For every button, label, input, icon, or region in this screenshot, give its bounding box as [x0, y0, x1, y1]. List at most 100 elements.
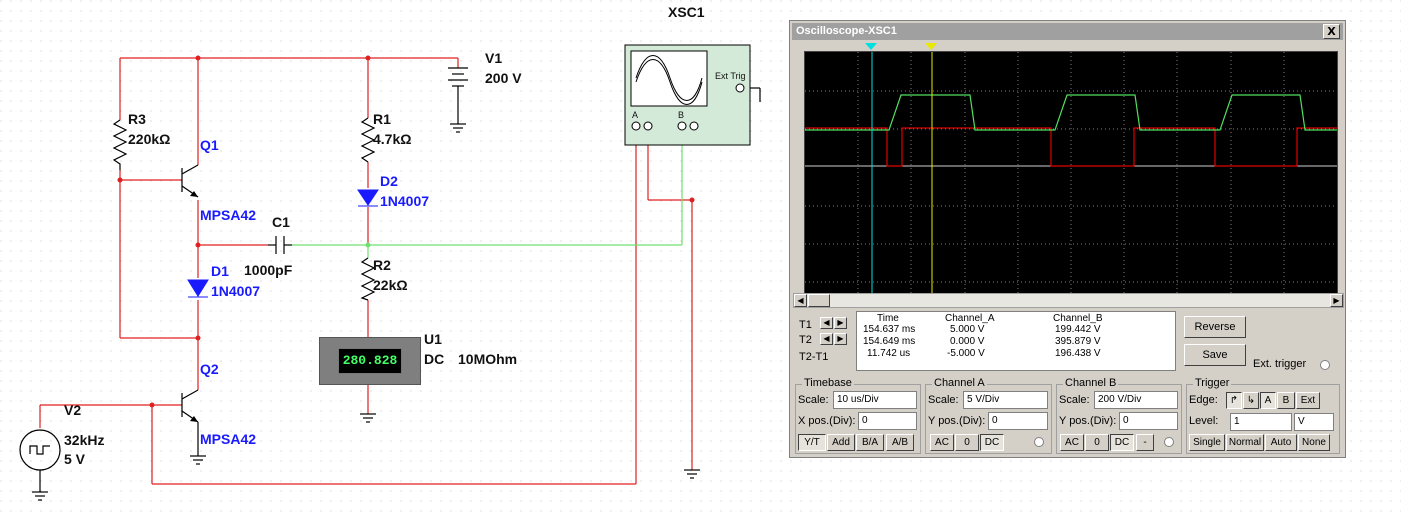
- horizontal-scrollbar[interactable]: ◀ ▶: [793, 293, 1344, 308]
- channel-a-scale-label: Scale:: [928, 394, 959, 406]
- trigger-single-button[interactable]: Single: [1189, 434, 1225, 451]
- diode-symbols: [187, 189, 379, 298]
- readout-header-channel-a: Channel_A: [945, 313, 995, 324]
- channel-a-terminal-label: A: [632, 110, 639, 120]
- readout-header-time: Time: [877, 313, 899, 324]
- trigger-level-field[interactable]: 1: [1230, 413, 1292, 431]
- c1-name: C1: [272, 214, 290, 230]
- v2-name: V2: [64, 402, 82, 418]
- ext-trig-label: Ext Trig: [715, 71, 746, 81]
- channel-b-terminal-label: B: [678, 110, 685, 120]
- readout-header-channel-b: Channel_B: [1053, 313, 1103, 324]
- v2-amp: 5 V: [64, 451, 86, 467]
- cursor-readout: Time Channel_A Channel_B 154.637 ms 5.00…: [856, 311, 1176, 371]
- d2-name: D2: [380, 173, 398, 189]
- save-button[interactable]: Save: [1184, 344, 1246, 366]
- q2-name: Q2: [200, 361, 219, 377]
- v2-freq: 32kHz: [64, 432, 105, 448]
- trigger-none-button[interactable]: None: [1298, 434, 1330, 451]
- scope-instrument-icon[interactable]: [624, 44, 751, 146]
- reverse-button[interactable]: Reverse: [1184, 316, 1246, 338]
- channel-b-ypos-label: Y pos.(Div):: [1059, 415, 1117, 427]
- scroll-thumb[interactable]: [808, 294, 830, 307]
- scope-traces: [805, 52, 1337, 307]
- cursor-t2-handle[interactable]: [925, 43, 937, 50]
- channel-a-ypos-field[interactable]: 0: [988, 412, 1048, 430]
- channel-a-ypos-label: Y pos.(Div):: [928, 415, 986, 427]
- readout-t1-time: 154.637 ms: [863, 324, 916, 335]
- timebase-group: Timebase: [795, 377, 921, 454]
- close-button[interactable]: X: [1323, 24, 1340, 39]
- scope-grid: [805, 52, 1337, 307]
- t1-left-arrow-icon[interactable]: ◀: [820, 317, 833, 329]
- channel-b-invert-button[interactable]: -: [1136, 434, 1154, 451]
- t2-left-arrow-icon[interactable]: ◀: [820, 333, 833, 345]
- ext-trigger-radio[interactable]: [1320, 360, 1330, 370]
- channel-b-dc-button[interactable]: DC: [1110, 434, 1134, 451]
- timebase-xpos-label: X pos.(Div):: [798, 415, 856, 427]
- channel-a-zero-button[interactable]: 0: [955, 434, 979, 451]
- r1-name: R1: [373, 111, 391, 127]
- mode-yt-button[interactable]: Y/T: [798, 434, 826, 451]
- d2-model: 1N4007: [380, 193, 430, 209]
- readout-delta-b: 196.438 V: [1055, 348, 1101, 359]
- r1-value: 4.7kΩ: [373, 131, 412, 147]
- r3-value: 220kΩ: [128, 131, 171, 147]
- channel-b-ac-button[interactable]: AC: [1060, 434, 1084, 451]
- q2-model: MPSA42: [200, 431, 257, 447]
- u1-impedance: 10MOhm: [458, 351, 518, 367]
- xsc1-label: XSC1: [668, 4, 705, 20]
- channel-b-zero-button[interactable]: 0: [1085, 434, 1109, 451]
- trigger-source-a-button[interactable]: A: [1260, 392, 1276, 409]
- d1-model: 1N4007: [211, 283, 261, 299]
- channel-b-scale-label: Scale:: [1059, 394, 1090, 406]
- scroll-left-arrow-icon[interactable]: ◀: [794, 294, 807, 307]
- transistor-arrows: [190, 191, 198, 422]
- channel-b-trace: [805, 94, 1337, 131]
- scroll-right-arrow-icon[interactable]: ▶: [1330, 294, 1343, 307]
- channel-a-scale-field[interactable]: 5 V/Div: [963, 391, 1048, 409]
- t2-right-arrow-icon[interactable]: ▶: [834, 333, 847, 345]
- multimeter-u1[interactable]: 280.828: [319, 337, 421, 385]
- readout-t2-a: 0.000 V: [950, 336, 985, 347]
- channel-a-dc-button[interactable]: DC: [980, 434, 1004, 451]
- channel-a-title: Channel A: [932, 377, 987, 389]
- t2-label: T2: [799, 334, 812, 346]
- v1-name: V1: [485, 50, 503, 66]
- channel-a-trace: [805, 127, 1337, 167]
- channel-b-ypos-field[interactable]: 0: [1119, 412, 1178, 430]
- u1-name: U1: [424, 331, 442, 347]
- falling-edge-icon[interactable]: ↳: [1243, 392, 1259, 409]
- t2-t1-label: T2-T1: [799, 351, 829, 363]
- oscilloscope-window: Oscilloscope-XSC1 X ◀ ▶ T1 ◀ ▶ T2: [789, 20, 1346, 458]
- r2-name: R2: [373, 257, 391, 273]
- t1-right-arrow-icon[interactable]: ▶: [834, 317, 847, 329]
- trigger-level-unit-select[interactable]: V: [1294, 413, 1334, 431]
- wire-junctions: [117, 55, 695, 408]
- timebase-xpos-field[interactable]: 0: [858, 412, 917, 430]
- u1-mode: DC: [424, 351, 445, 367]
- window-titlebar[interactable]: Oscilloscope-XSC1 X: [792, 23, 1343, 40]
- channel-a-ac-button[interactable]: AC: [930, 434, 954, 451]
- mode-ba-button[interactable]: B/A: [856, 434, 884, 451]
- d1-name: D1: [211, 263, 229, 279]
- mode-ab-button[interactable]: A/B: [886, 434, 914, 451]
- scope-screen: [804, 51, 1338, 308]
- trigger-auto-button[interactable]: Auto: [1265, 434, 1297, 451]
- timebase-scale-field[interactable]: 10 us/Div: [833, 391, 917, 409]
- mode-add-button[interactable]: Add: [827, 434, 855, 451]
- ext-trigger-label: Ext. trigger: [1253, 358, 1307, 370]
- timebase-scale-label: Scale:: [798, 394, 829, 406]
- trigger-normal-button[interactable]: Normal: [1226, 434, 1264, 451]
- readout-t1-b: 199.442 V: [1055, 324, 1101, 335]
- channel-a-radio[interactable]: [1034, 437, 1044, 447]
- trigger-title: Trigger: [1193, 377, 1232, 389]
- trigger-edge-label: Edge:: [1189, 394, 1218, 406]
- channel-b-radio[interactable]: [1164, 437, 1174, 447]
- trigger-source-ext-button[interactable]: Ext: [1296, 392, 1320, 409]
- cursor-t1-handle[interactable]: [865, 43, 877, 50]
- rising-edge-icon[interactable]: ↱: [1226, 392, 1242, 409]
- readout-delta-time: 11.742 us: [867, 348, 911, 359]
- trigger-source-b-button[interactable]: B: [1277, 392, 1295, 409]
- channel-b-scale-field[interactable]: 200 V/Div: [1094, 391, 1178, 409]
